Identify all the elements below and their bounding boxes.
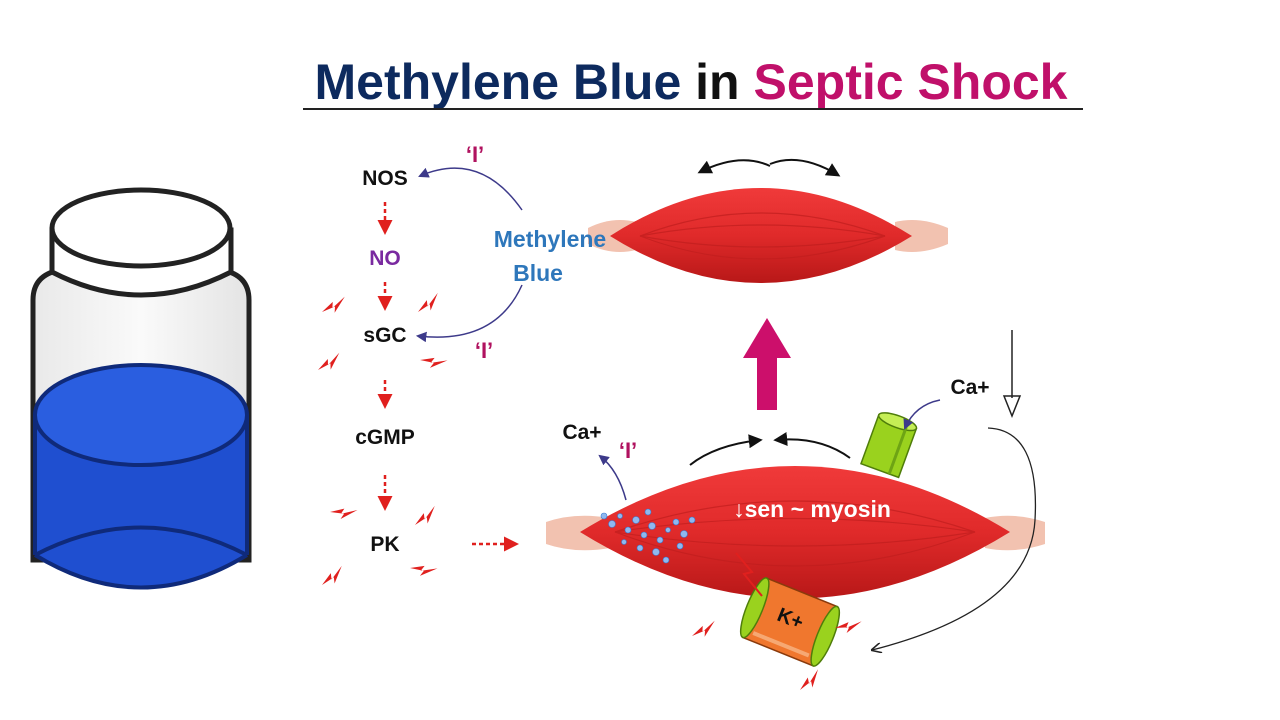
pathway-step-cgmp: cGMP <box>355 426 415 449</box>
pathway-step-nos: NOS <box>362 167 408 190</box>
relaxation-arrow-icon <box>743 318 791 410</box>
pathway-step-pk: PK <box>370 533 400 556</box>
sensitivity-label: ↓sen ~ myosin <box>733 496 891 522</box>
calcium-particles <box>600 508 696 564</box>
drug-label-line2: Blue <box>513 260 563 286</box>
title-part-drug: Methylene Blue <box>314 54 682 110</box>
contracted-muscle-icon <box>546 432 1045 599</box>
pathway-arrows <box>377 202 519 552</box>
title-part-connector: in <box>695 54 740 110</box>
calcium-channel-icon <box>860 412 918 479</box>
title-underline <box>303 108 1083 110</box>
lightning-icon <box>689 552 862 694</box>
calcium-label-left: Ca+ <box>562 421 602 444</box>
potassium-channel-icon <box>739 577 841 667</box>
pathway-step-sgc: sGC <box>363 324 407 347</box>
inhibit-mark-nos: ‘I’ <box>465 142 485 167</box>
relaxed-muscle-icon <box>588 158 948 283</box>
calcium-label-right: Ca+ <box>950 376 990 399</box>
jar-icon <box>30 187 252 590</box>
title-part-condition: Septic Shock <box>753 54 1068 110</box>
inhibit-mark-calcium: ‘I’ <box>618 438 638 463</box>
drug-label-line1: Methylene <box>493 226 607 252</box>
pathway-step-no: NO <box>369 247 401 270</box>
page-title: Methylene Blue in Septic Shock <box>300 52 1082 112</box>
inhibition-arrows <box>415 167 523 343</box>
inhibit-mark-sgc: ‘I’ <box>474 338 494 363</box>
